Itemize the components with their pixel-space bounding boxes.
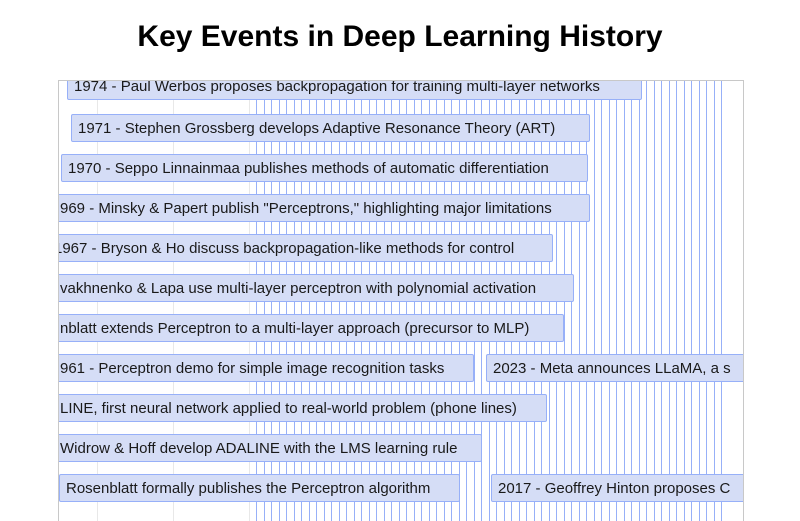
connector-line: [714, 81, 715, 521]
connector-line: [646, 81, 647, 521]
connector-line: [639, 81, 640, 521]
timeline-panel[interactable]: 1974 - Paul Werbos proposes backpropagat…: [58, 80, 744, 521]
connector-line: [684, 81, 685, 521]
connector-line: [586, 81, 587, 521]
timeline-item[interactable]: 2017 - Geoffrey Hinton proposes C: [491, 474, 743, 502]
connector-line: [706, 81, 707, 521]
timeline-item[interactable]: 2023 - Meta announces LLaMA, a s: [486, 354, 743, 382]
connector-line: [699, 81, 700, 521]
connector-line: [579, 81, 580, 521]
connector-line: [661, 81, 662, 521]
timeline-item[interactable]: 1974 - Paul Werbos proposes backpropagat…: [67, 81, 642, 100]
connector-line: [676, 81, 677, 521]
connector-line: [616, 81, 617, 521]
timeline-item[interactable]: 961 - Perceptron demo for simple image r…: [59, 354, 474, 382]
connector-line: [609, 81, 610, 521]
connector-line: [654, 81, 655, 521]
connector-line: [669, 81, 670, 521]
timeline-item[interactable]: Rosenblatt formally publishes the Percep…: [59, 474, 460, 502]
connector-line: [601, 81, 602, 521]
connector-line: [691, 81, 692, 521]
timeline-item[interactable]: LINE, first neural network applied to re…: [59, 394, 547, 422]
connector-line: [624, 81, 625, 521]
timeline-item[interactable]: Widrow & Hoff develop ADALINE with the L…: [59, 434, 482, 462]
connector-line: [594, 81, 595, 521]
timeline-item[interactable]: vakhnenko & Lapa use multi-layer percept…: [59, 274, 574, 302]
timeline-item[interactable]: nblatt extends Perceptron to a multi-lay…: [59, 314, 564, 342]
connector-line: [631, 81, 632, 521]
timeline-item[interactable]: 1970 - Seppo Linnainmaa publishes method…: [61, 154, 588, 182]
timeline-item[interactable]: 1971 - Stephen Grossberg develops Adapti…: [71, 114, 590, 142]
timeline-item[interactable]: 969 - Minsky & Papert publish "Perceptro…: [59, 194, 590, 222]
page-title: Key Events in Deep Learning History: [137, 20, 663, 53]
connector-line: [721, 81, 722, 521]
timeline-item[interactable]: 1967 - Bryson & Ho discuss backpropagati…: [59, 234, 553, 262]
